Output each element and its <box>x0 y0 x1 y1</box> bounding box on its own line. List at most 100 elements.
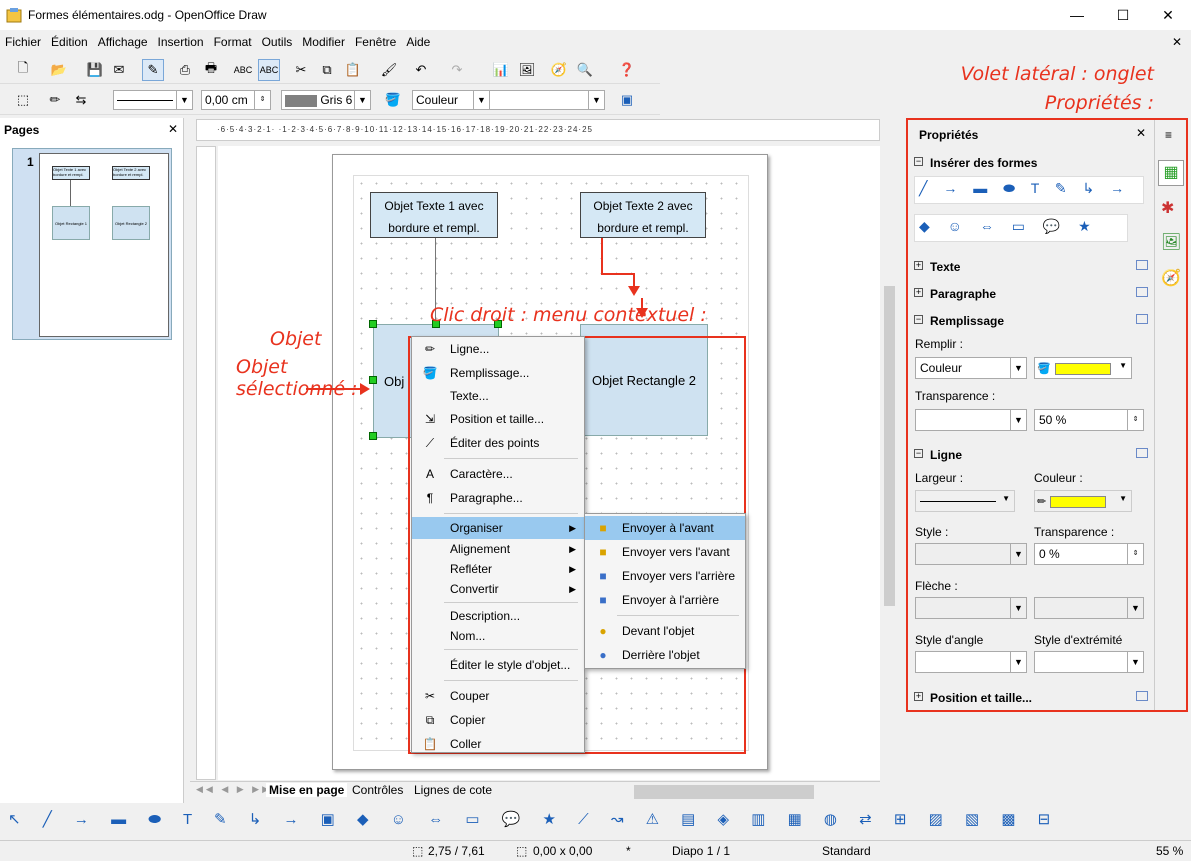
line-style-select[interactable]: ▼ <box>915 543 1027 565</box>
more-options-icon[interactable] <box>1136 314 1148 324</box>
section-insert-shapes[interactable]: −Insérer des formes <box>914 156 1038 170</box>
navigator-tab-icon[interactable]: 🧭 <box>1161 270 1181 287</box>
arrow-end-select[interactable]: ▼ <box>1034 597 1144 619</box>
section-texte[interactable]: +Texte <box>908 260 1154 274</box>
scroll-thumb[interactable] <box>884 286 895 606</box>
fill-transparency-value[interactable]: 50 %⇕ <box>1034 409 1144 431</box>
fill-transparency-type[interactable]: ▼ <box>915 409 1027 431</box>
chart-icon[interactable]: 📊 <box>492 62 510 77</box>
gallery-tab-icon[interactable]: 🖼 <box>1161 234 1182 251</box>
open-folder-icon[interactable]: 📂 <box>50 62 68 77</box>
styles-tab-icon[interactable]: ✱ <box>1161 200 1175 217</box>
sub-envoyer-arriere[interactable]: ■Envoyer à l'arrière <box>585 588 745 612</box>
horizontal-scroll-thumb[interactable] <box>634 785 814 799</box>
selection-handle[interactable] <box>494 320 502 328</box>
fill-bucket-icon[interactable]: 🪣 <box>384 92 402 107</box>
menu-fenetre[interactable]: Fenêtre <box>354 35 397 49</box>
selection-handle[interactable] <box>369 320 377 328</box>
new-document-icon[interactable]: 🗋 <box>17 60 29 75</box>
rectangle-object-2[interactable]: Objet Rectangle 2 <box>580 324 708 436</box>
menu-edition[interactable]: Édition <box>51 35 88 49</box>
gallery-icon[interactable]: 🖼 <box>518 62 536 77</box>
more-options-icon[interactable] <box>1136 691 1148 701</box>
redo-icon[interactable]: ↷ <box>451 62 463 77</box>
ctx-position[interactable]: ⇲Position et taille... <box>412 407 584 431</box>
navigator-icon[interactable]: 🧭 <box>550 62 568 77</box>
more-options-icon[interactable] <box>1136 448 1148 458</box>
sub-devant-objet[interactable]: ●Devant l'objet <box>585 619 745 643</box>
sub-envoyer-vers-avant[interactable]: ■Envoyer vers l'avant <box>585 540 745 564</box>
ctx-copier[interactable]: ⧉Copier <box>412 708 584 732</box>
fill-type-select[interactable]: Couleur▼ <box>915 357 1027 379</box>
ctx-couper[interactable]: ✂Couper <box>412 684 584 708</box>
paste-icon[interactable]: 📋 <box>344 62 362 77</box>
ctx-refleter[interactable]: Refléter▶ <box>412 559 584 579</box>
tab-nav-arrows-icon[interactable]: ◀◀ ◀ ▶ ▶▶ <box>196 784 273 794</box>
email-icon[interactable]: ✉ <box>113 62 125 77</box>
page-thumbnail[interactable]: 1 Objet Texte 1 avec bordure et rempl. O… <box>12 148 172 340</box>
undo-icon[interactable]: ↶ <box>415 62 427 77</box>
line-color-select[interactable]: ✏▼ <box>1034 490 1132 512</box>
section-ligne[interactable]: −Ligne <box>908 448 1154 462</box>
edit-mode-icon[interactable]: ✎ <box>142 59 164 81</box>
text-object-2[interactable]: Objet Texte 2 avec bordure et rempl. <box>580 192 706 238</box>
menu-aide[interactable]: Aide <box>406 35 431 49</box>
cut-icon[interactable]: ✂ <box>295 62 307 77</box>
more-options-icon[interactable] <box>1136 260 1148 270</box>
line-icon[interactable]: ✏ <box>49 92 61 107</box>
selection-handle[interactable] <box>432 320 440 328</box>
line-transparency-value[interactable]: 0 %⇕ <box>1034 543 1144 565</box>
menu-format[interactable]: Format <box>213 35 252 49</box>
ctx-editer-points[interactable]: ⟋Éditer des points <box>412 431 584 455</box>
ctx-paragraphe[interactable]: ¶Paragraphe... <box>412 486 584 510</box>
ctx-nom[interactable]: Nom... <box>450 629 486 643</box>
line-width-select[interactable]: ▼ <box>915 490 1015 512</box>
menu-fichier[interactable]: Fichier <box>5 35 42 49</box>
menu-outils[interactable]: Outils <box>261 35 293 49</box>
close-document-button[interactable]: ✕ <box>1172 35 1183 49</box>
fill-type-dropdown[interactable]: Couleur▼ <box>412 90 490 110</box>
cap-style-select[interactable]: ▼ <box>1034 651 1144 673</box>
line-color-dropdown[interactable]: Gris 6▼ <box>281 90 371 110</box>
menu-modifier[interactable]: Modifier <box>302 35 345 49</box>
save-icon[interactable]: 💾 <box>86 62 104 77</box>
sub-envoyer-avant[interactable]: ■Envoyer à l'avant <box>585 516 745 540</box>
ctx-texte[interactable]: Texte... <box>450 389 489 403</box>
minimize-button[interactable]: — <box>1070 7 1084 23</box>
select-icon[interactable]: ⬚ <box>16 92 30 107</box>
ctx-remplissage[interactable]: 🪣Remplissage... <box>422 366 530 380</box>
line-style-dropdown[interactable]: ▼ <box>113 90 193 110</box>
fill-value-dropdown[interactable]: ▼ <box>489 90 605 110</box>
drawing-tools[interactable]: ↖ ╱ → ▬ ⬬ T ✎ ↳ → ▣ ◆ ☺ ⇔ ▭ 💬 ★ ⟋ ↝ ⚠ ▤ … <box>8 811 1060 828</box>
print-icon[interactable]: 🖶 <box>204 60 218 75</box>
menu-affichage[interactable]: Affichage <box>97 35 148 49</box>
zoom-level[interactable]: 55 % <box>1156 844 1184 858</box>
corner-style-select[interactable]: ▼ <box>915 651 1027 673</box>
vertical-scrollbar[interactable] <box>882 146 897 780</box>
spellcheck-icon[interactable]: ABC <box>233 65 253 75</box>
selection-handle[interactable] <box>369 376 377 384</box>
maximize-button[interactable]: ☐ <box>1116 7 1130 23</box>
sidebar-menu-icon[interactable]: ≡ <box>1165 128 1173 142</box>
close-window-button[interactable]: ✕ <box>1162 7 1174 23</box>
properties-tab-icon[interactable]: ▦ <box>1158 160 1184 186</box>
ctx-description[interactable]: Description... <box>450 609 521 623</box>
section-position[interactable]: +Position et taille... <box>908 691 1154 705</box>
more-options-icon[interactable] <box>1136 287 1148 297</box>
shapes-toolbar-2[interactable]: ◆ ☺ ⇔ ▭ 💬 ★ <box>914 214 1128 242</box>
help-icon[interactable]: ❓ <box>618 62 636 77</box>
text-object-1[interactable]: Objet Texte 1 avec bordure et rempl. <box>370 192 498 238</box>
section-remplissage[interactable]: −Remplissage <box>908 314 1154 328</box>
arrow-style-icon[interactable]: ⇆ <box>75 92 87 107</box>
ctx-ligne[interactable]: ✏Ligne... <box>412 337 584 361</box>
tab-lignes-de-cote[interactable]: Lignes de cote <box>414 783 493 797</box>
ctx-convertir[interactable]: Convertir▶ <box>412 579 584 599</box>
clone-format-icon[interactable]: 🖌 <box>380 62 398 77</box>
sub-envoyer-vers-arriere[interactable]: ■Envoyer vers l'arrière <box>585 564 745 588</box>
ctx-alignement[interactable]: Alignement▶ <box>412 539 584 559</box>
menu-insertion[interactable]: Insertion <box>157 35 204 49</box>
zoom-icon[interactable]: 🔍 <box>576 62 594 77</box>
tab-mise-en-page[interactable]: Mise en page <box>266 783 348 797</box>
shapes-toolbar-1[interactable]: ╱ → ▬ ⬬ T ✎ ↳ → <box>914 176 1144 204</box>
